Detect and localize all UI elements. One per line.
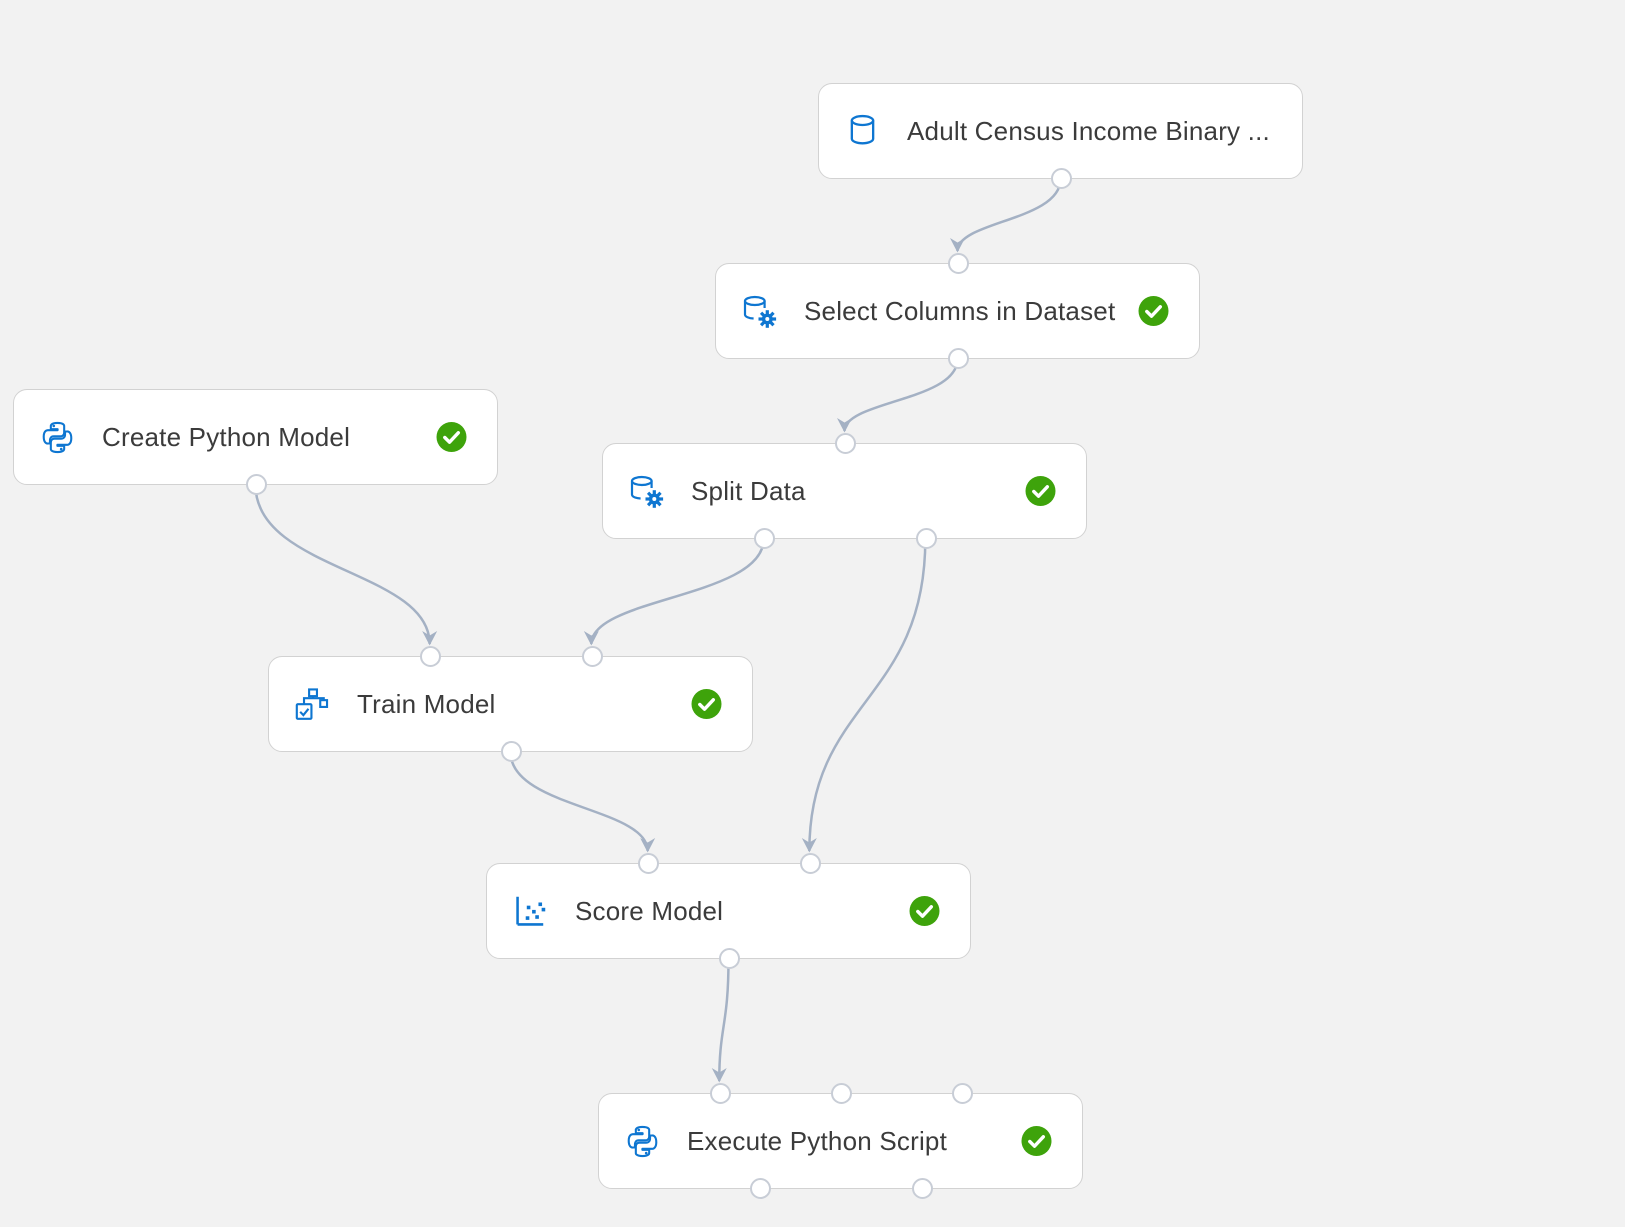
execute-python-script-input-port-2[interactable] <box>831 1083 852 1104</box>
select-columns-in-dataset-output-port-1[interactable] <box>948 348 969 369</box>
module-label: Select Columns in Dataset <box>804 295 1116 326</box>
dataset-gear-icon <box>740 293 778 329</box>
module-label: Split Data <box>691 475 806 506</box>
score-model-input-port-1[interactable] <box>638 853 660 874</box>
split-data-output-port-2[interactable] <box>915 528 937 549</box>
status-completed-icon <box>436 422 467 453</box>
dataset-gear-icon <box>627 473 665 509</box>
edge-train-model-to-score-model[interactable] <box>509 751 656 853</box>
module-label: Train Model <box>357 688 496 719</box>
python-icon <box>38 420 76 455</box>
split-data-output-port-1[interactable] <box>754 528 776 549</box>
status-completed-icon <box>909 896 940 927</box>
score-model-output-port-1[interactable] <box>719 948 740 969</box>
module-node-select-columns-in-dataset[interactable]: Select Columns in Dataset <box>715 253 1200 369</box>
adult-census-dataset-output-port-1[interactable] <box>1051 168 1072 189</box>
train-model-input-port-1[interactable] <box>420 646 442 667</box>
python-icon <box>623 1124 661 1159</box>
status-completed-icon <box>1025 476 1056 507</box>
dataset-icon <box>843 113 881 149</box>
select-columns-in-dataset-input-port-1[interactable] <box>948 253 969 274</box>
score-model-icon <box>511 894 549 929</box>
status-completed-icon <box>1021 1126 1052 1157</box>
status-completed-icon <box>691 689 722 720</box>
module-label: Adult Census Income Binary ... <box>907 115 1270 146</box>
module-node-split-data[interactable]: Split Data <box>602 433 1087 549</box>
score-model-input-port-2[interactable] <box>799 853 821 874</box>
edge-create-python-model-to-train-model[interactable] <box>254 484 438 646</box>
execute-python-script-input-port-3[interactable] <box>952 1083 974 1104</box>
module-node-create-python-model[interactable]: Create Python Model <box>13 389 498 495</box>
execute-python-script-output-port-2[interactable] <box>911 1178 933 1199</box>
edge-adult-census-dataset-to-select-columns-in-dataset[interactable] <box>950 178 1062 253</box>
train-model-output-port-1[interactable] <box>501 741 522 762</box>
module-label: Score Model <box>575 895 724 926</box>
create-python-model-output-port-1[interactable] <box>246 474 267 495</box>
module-label: Create Python Model <box>102 421 351 452</box>
module-node-train-model[interactable]: Train Model <box>268 646 753 762</box>
module-label: Execute Python Script <box>687 1125 947 1156</box>
module-node-execute-python-script[interactable]: Execute Python Script <box>598 1083 1083 1199</box>
status-completed-icon <box>1138 296 1169 327</box>
train-model-icon <box>293 687 331 722</box>
edge-select-columns-in-dataset-to-split-data[interactable] <box>837 358 959 433</box>
edge-split-data-to-score-model[interactable] <box>801 538 927 853</box>
split-data-input-port-1[interactable] <box>835 433 856 454</box>
edge-split-data-to-train-model[interactable] <box>583 538 765 646</box>
execute-python-script-input-port-1[interactable] <box>709 1083 731 1104</box>
module-node-score-model[interactable]: Score Model <box>486 853 971 969</box>
train-model-input-port-2[interactable] <box>581 646 603 667</box>
edge-score-model-to-execute-python-script[interactable] <box>711 958 730 1083</box>
execute-python-script-output-port-1[interactable] <box>750 1178 772 1199</box>
module-node-adult-census-dataset[interactable]: Adult Census Income Binary ... <box>818 83 1303 189</box>
